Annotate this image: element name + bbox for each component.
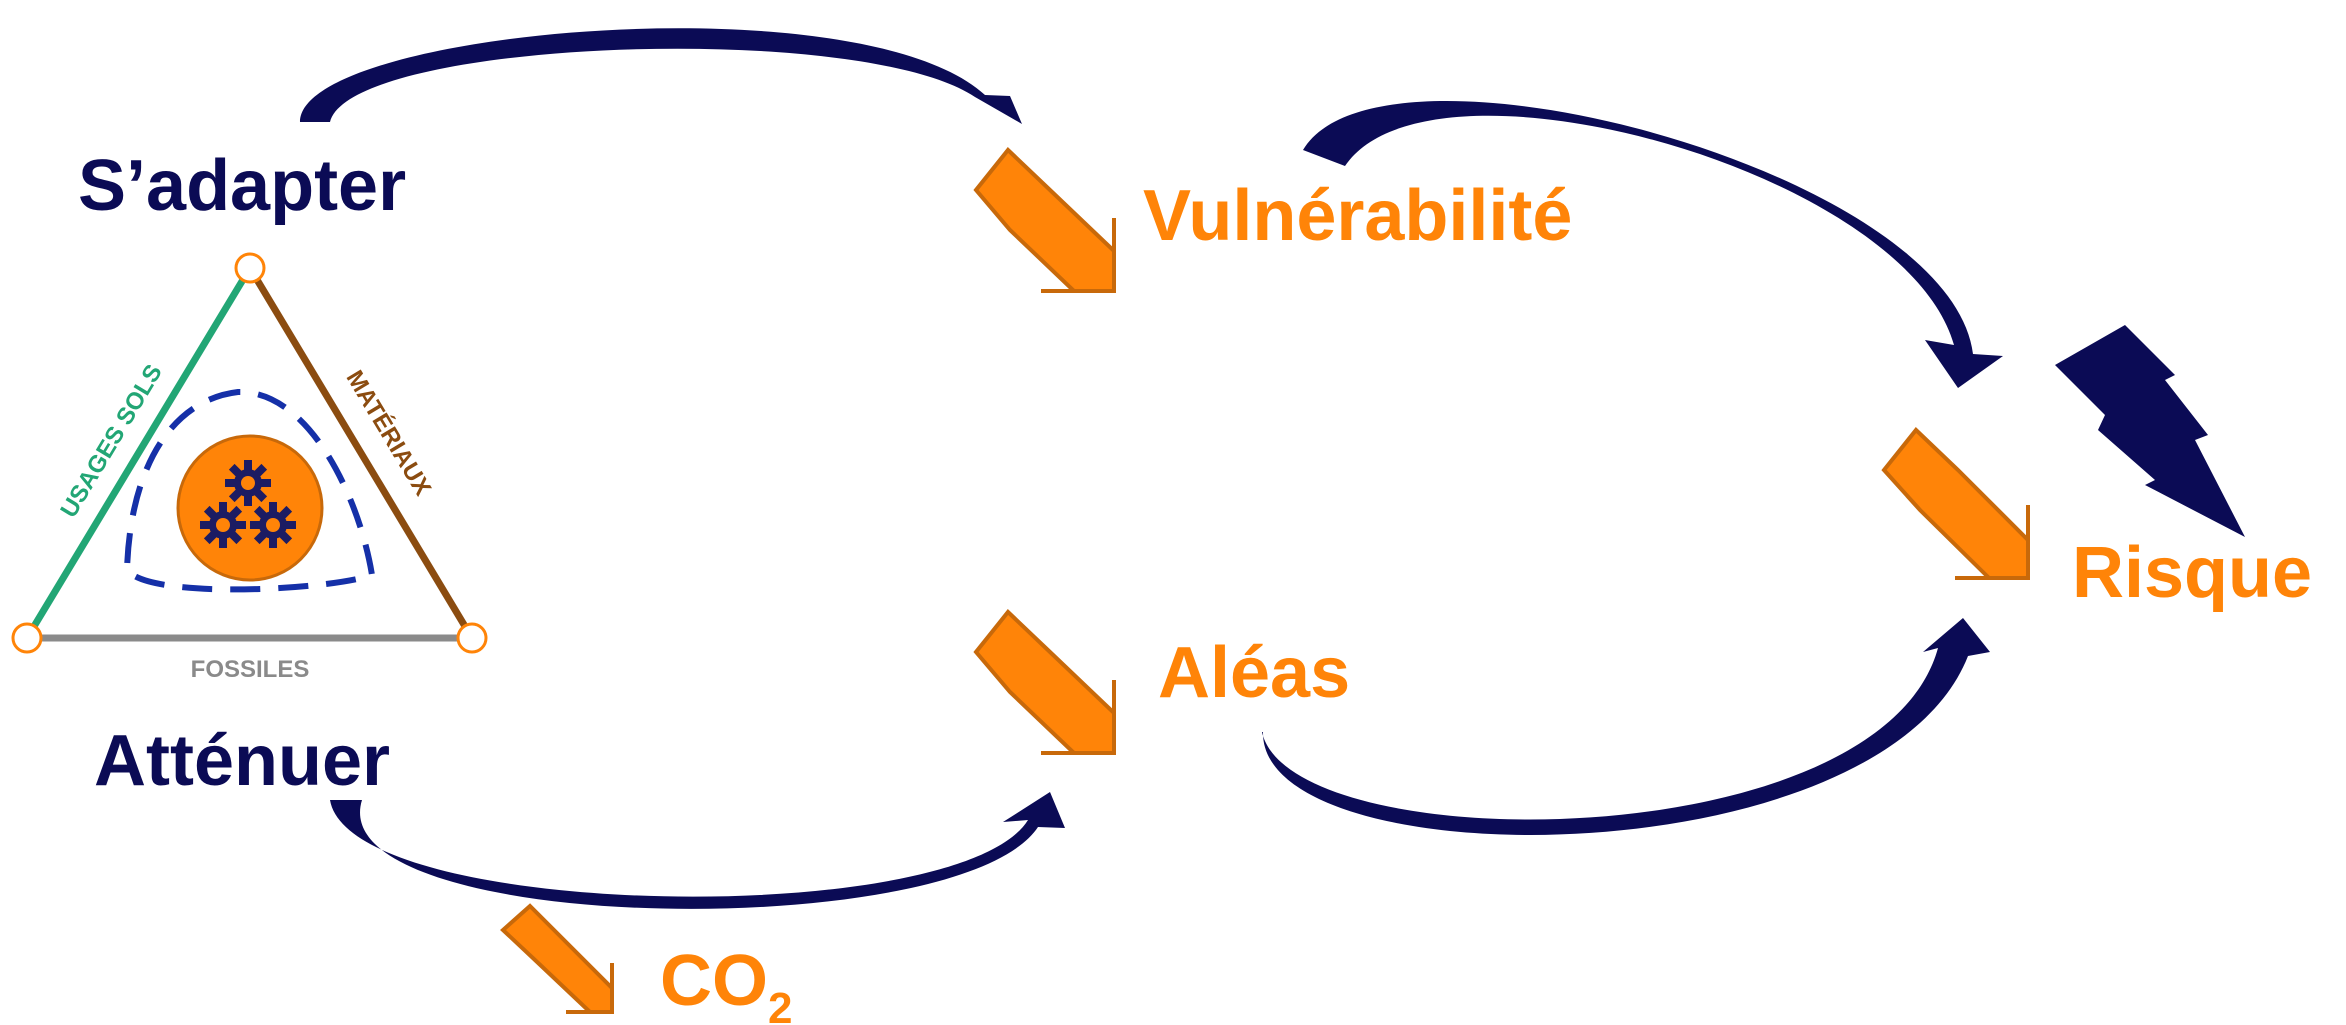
orange-arrow-icon: [500, 903, 614, 1014]
triangle-side-land-use: [24, 266, 253, 640]
dashed-boundary: [123, 388, 376, 593]
co2-subscript: 2: [768, 984, 792, 1025]
label-adapt: S’adapter: [78, 146, 406, 226]
label-fossils: FOSSILES: [191, 656, 310, 683]
orange-arrow-icon: [973, 609, 1116, 755]
orange-arrow-to-co2: [500, 903, 614, 1014]
gears-disc: [176, 434, 324, 582]
vertex-left: [11, 622, 43, 654]
gear-left: [200, 502, 246, 548]
gears-icon: [200, 460, 296, 548]
orange-arrow-to-vulnerability: [973, 147, 1116, 293]
label-hazards: Aléas: [1158, 633, 1350, 713]
orange-arrow-icon: [973, 147, 1116, 293]
triangle-side-materials: [246, 266, 476, 640]
vertex-right: [456, 622, 488, 654]
lightning-bolt: [2055, 325, 2245, 537]
curved-arrow-hazards-to-risk: [1262, 618, 1990, 835]
orange-arrow-to-risk: [1881, 427, 2030, 580]
vertex-top: [234, 252, 266, 284]
curved-arrow-vulnerability-to-risk: [1303, 101, 2003, 388]
arrow-body: [1303, 101, 2003, 388]
gear-right: [250, 502, 296, 548]
co2-main: CO: [660, 941, 768, 1021]
label-mitigate: Atténuer: [94, 721, 390, 801]
curved-arrow-adapt-to-vulnerability: [300, 28, 1022, 124]
label-vulnerability: Vulnérabilité: [1143, 176, 1572, 256]
label-risk: Risque: [2072, 533, 2312, 613]
orange-arrow-icon: [1881, 427, 2030, 580]
arrow-body: [1262, 618, 1990, 835]
curved-arrow-mitigate-to-hazards: [330, 792, 1065, 909]
lightning-icon: [2055, 325, 2245, 537]
arrow-body: [330, 792, 1065, 909]
orange-arrow-to-hazards: [973, 609, 1116, 755]
levers-triangle: USAGES SOLS MATÉRIAUX FOSSILES: [11, 252, 488, 683]
arrow-body: [300, 28, 1022, 124]
label-co2: CO2: [660, 941, 792, 1025]
gear-top: [225, 460, 271, 506]
label-materials: MATÉRIAUX: [341, 365, 438, 500]
